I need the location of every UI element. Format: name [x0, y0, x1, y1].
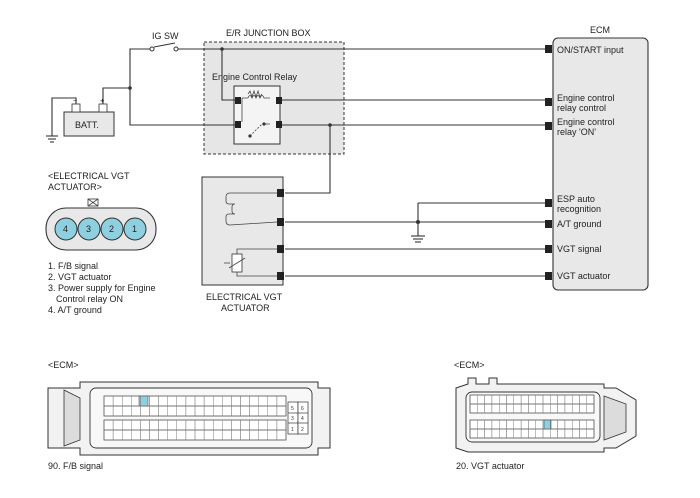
- engine-control-relay-label: Engine Control Relay: [212, 72, 298, 82]
- legend-item-3: 3. Power supply for Engine: [48, 283, 156, 293]
- actuator-pin-2: 2: [109, 224, 114, 234]
- connector-cavity: [276, 429, 287, 441]
- ecm-pin-relay-on-1: Engine control: [557, 117, 615, 127]
- ecm-pin-esp-2: recognition: [557, 204, 601, 214]
- right-ecm-connector: [455, 377, 637, 453]
- ecm-pin-esp-1: ESP auto: [557, 194, 595, 204]
- left-side-pin-2: 2: [301, 427, 304, 433]
- actuator-title-2: ACTUATOR>: [48, 182, 102, 192]
- left-connector-pin-grid: [103, 395, 287, 441]
- connector-cavity: [586, 428, 595, 439]
- vgt-actuator-box: [201, 176, 284, 286]
- ecm-label: ECM: [590, 25, 610, 35]
- at-ground-icon: [411, 235, 425, 243]
- ig-sw-label: IG SW: [152, 31, 179, 41]
- battery: [63, 111, 115, 137]
- actuator-bottom-label-2: ACTUATOR: [221, 303, 270, 313]
- connector-cavity: [276, 405, 287, 417]
- ecm-box: [552, 37, 649, 291]
- ecm-pin-at-ground: A/T ground: [557, 219, 601, 229]
- legend-item-4: 4. A/T ground: [48, 305, 102, 315]
- right-connector-title: <ECM>: [454, 360, 485, 370]
- right-connector-caption: 20. VGT actuator: [456, 461, 524, 471]
- actuator-motor-icon: [225, 192, 278, 226]
- left-side-pin-3: 3: [291, 416, 294, 422]
- ecm-pin-on-start: ON/START input: [557, 45, 624, 55]
- left-connector-title: <ECM>: [48, 360, 79, 370]
- ecm-pin-relay-control-1: Engine control: [557, 93, 615, 103]
- er-junction-box-label: E/R JUNCTION BOX: [226, 28, 311, 38]
- actuator-pin-4: 4: [63, 224, 68, 234]
- legend-item-1: 1. F/B signal: [48, 261, 98, 271]
- left-side-pin-1: 1: [291, 427, 294, 433]
- ecm-pin-vgt-actuator: VGT actuator: [557, 271, 610, 281]
- battery-label: BATT.: [75, 120, 99, 130]
- actuator-pin-3: 3: [86, 224, 91, 234]
- actuator-bottom-label-1: ELECTRICAL VGT: [206, 292, 283, 302]
- ecm-pin-stubs: [545, 45, 552, 280]
- connector-cavity: [586, 403, 595, 414]
- left-ecm-connector: [47, 381, 331, 456]
- right-connector-pin-grid: [469, 394, 595, 439]
- left-side-pin-5: 5: [291, 406, 294, 412]
- actuator-connector-pins: [54, 217, 147, 241]
- left-side-pin-6: 6: [301, 406, 304, 412]
- legend-item-3b: Control relay ON: [56, 294, 123, 304]
- left-connector-caption: 90. F/B signal: [48, 461, 103, 471]
- ecm-pin-relay-on-2: relay 'ON': [557, 127, 596, 137]
- ecm-pin-relay-control-2: relay control: [557, 103, 606, 113]
- ig-switch-icon: [153, 42, 176, 48]
- battery-ground-icon: [46, 135, 58, 143]
- relay-switch-icon: [249, 123, 263, 137]
- actuator-pin-1: 1: [132, 224, 137, 234]
- relay-resistor-icon: [247, 89, 263, 99]
- ecm-pin-vgt-signal: VGT signal: [557, 244, 601, 254]
- left-side-pin-4: 4: [301, 416, 304, 422]
- legend-item-2: 2. VGT actuator: [48, 272, 111, 282]
- actuator-title-1: <ELECTRICAL VGT: [48, 171, 130, 181]
